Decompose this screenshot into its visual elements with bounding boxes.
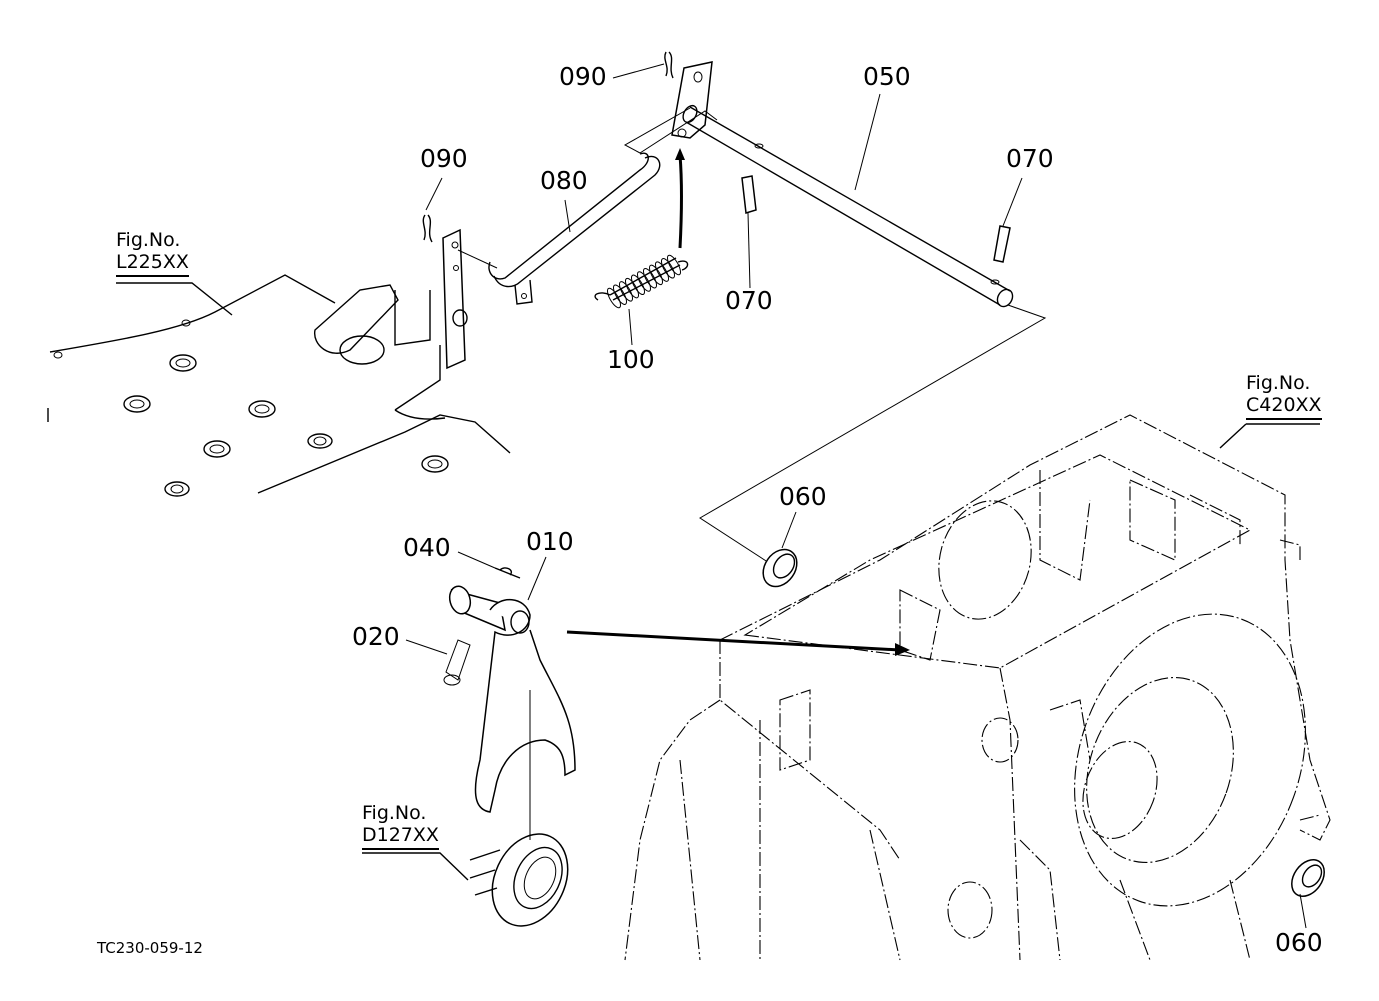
cover-bosses [123, 354, 449, 497]
figure-ref-prefix: Fig.No. [1246, 372, 1311, 394]
part-label-070-center: 070 [725, 286, 773, 315]
figure-ref-D127XX[interactable]: Fig.No. D127XX [362, 802, 439, 850]
part-label-080: 080 [540, 166, 588, 195]
figure-ref-code: L225XX [116, 251, 189, 277]
figure-ref-C420XX[interactable]: Fig.No. C420XX [1246, 372, 1322, 420]
spring-coil [625, 277, 639, 299]
cover-plate [47, 274, 511, 497]
part-label-090-left: 090 [420, 144, 468, 173]
spring-coil [619, 281, 633, 302]
spring-pin-070-center [741, 175, 757, 214]
rod-080 [488, 152, 661, 305]
part-label-090-top: 090 [559, 62, 607, 91]
part-label-100: 100 [607, 345, 655, 374]
spring-coil [607, 287, 621, 309]
part-label-010: 010 [526, 527, 574, 556]
figure-ref-code: D127XX [362, 824, 439, 850]
figure-ref-code: C420XX [1246, 394, 1322, 420]
spring-pin-070-right [993, 225, 1011, 263]
spring-coil [667, 254, 681, 276]
figure-ref-prefix: Fig.No. [362, 802, 427, 824]
part-label-070-right: 070 [1006, 144, 1054, 173]
bearing [469, 833, 569, 927]
part-label-060-lower: 060 [1275, 928, 1323, 957]
spring-coil [613, 284, 627, 305]
spring-coil [655, 261, 669, 282]
spring-coil [661, 258, 675, 279]
part-label-060-upper: 060 [779, 482, 827, 511]
diagram-reference-code: TC230-059-12 [97, 939, 203, 957]
shift-fork-010 [443, 567, 576, 813]
snap-pin-top [664, 51, 674, 79]
spring-coil [637, 271, 651, 292]
spring-100 [594, 254, 689, 309]
transmission-case [624, 414, 1331, 961]
figure-ref-L225XX[interactable]: Fig.No. L225XX [116, 229, 189, 277]
part-label-020: 020 [352, 622, 400, 651]
part-label-040: 040 [403, 533, 451, 562]
part-label-050: 050 [863, 62, 911, 91]
spring-coil [649, 264, 663, 286]
oil-seal-060-upper [762, 548, 798, 588]
leader-lines [116, 63, 1320, 929]
figure-ref-prefix: Fig.No. [116, 229, 181, 251]
assembly-arrow-2 [566, 630, 901, 652]
spring-coil [631, 274, 645, 296]
assembly-arrow-1 [678, 154, 683, 249]
leader-D127XX [362, 852, 469, 881]
oil-seal-060-lower [1291, 859, 1325, 897]
leader-L225XX [116, 282, 233, 316]
spring-coil [643, 267, 657, 289]
lever-bracket [422, 214, 498, 370]
leader-C420XX [1219, 423, 1320, 449]
shaft-050 [623, 61, 1047, 571]
